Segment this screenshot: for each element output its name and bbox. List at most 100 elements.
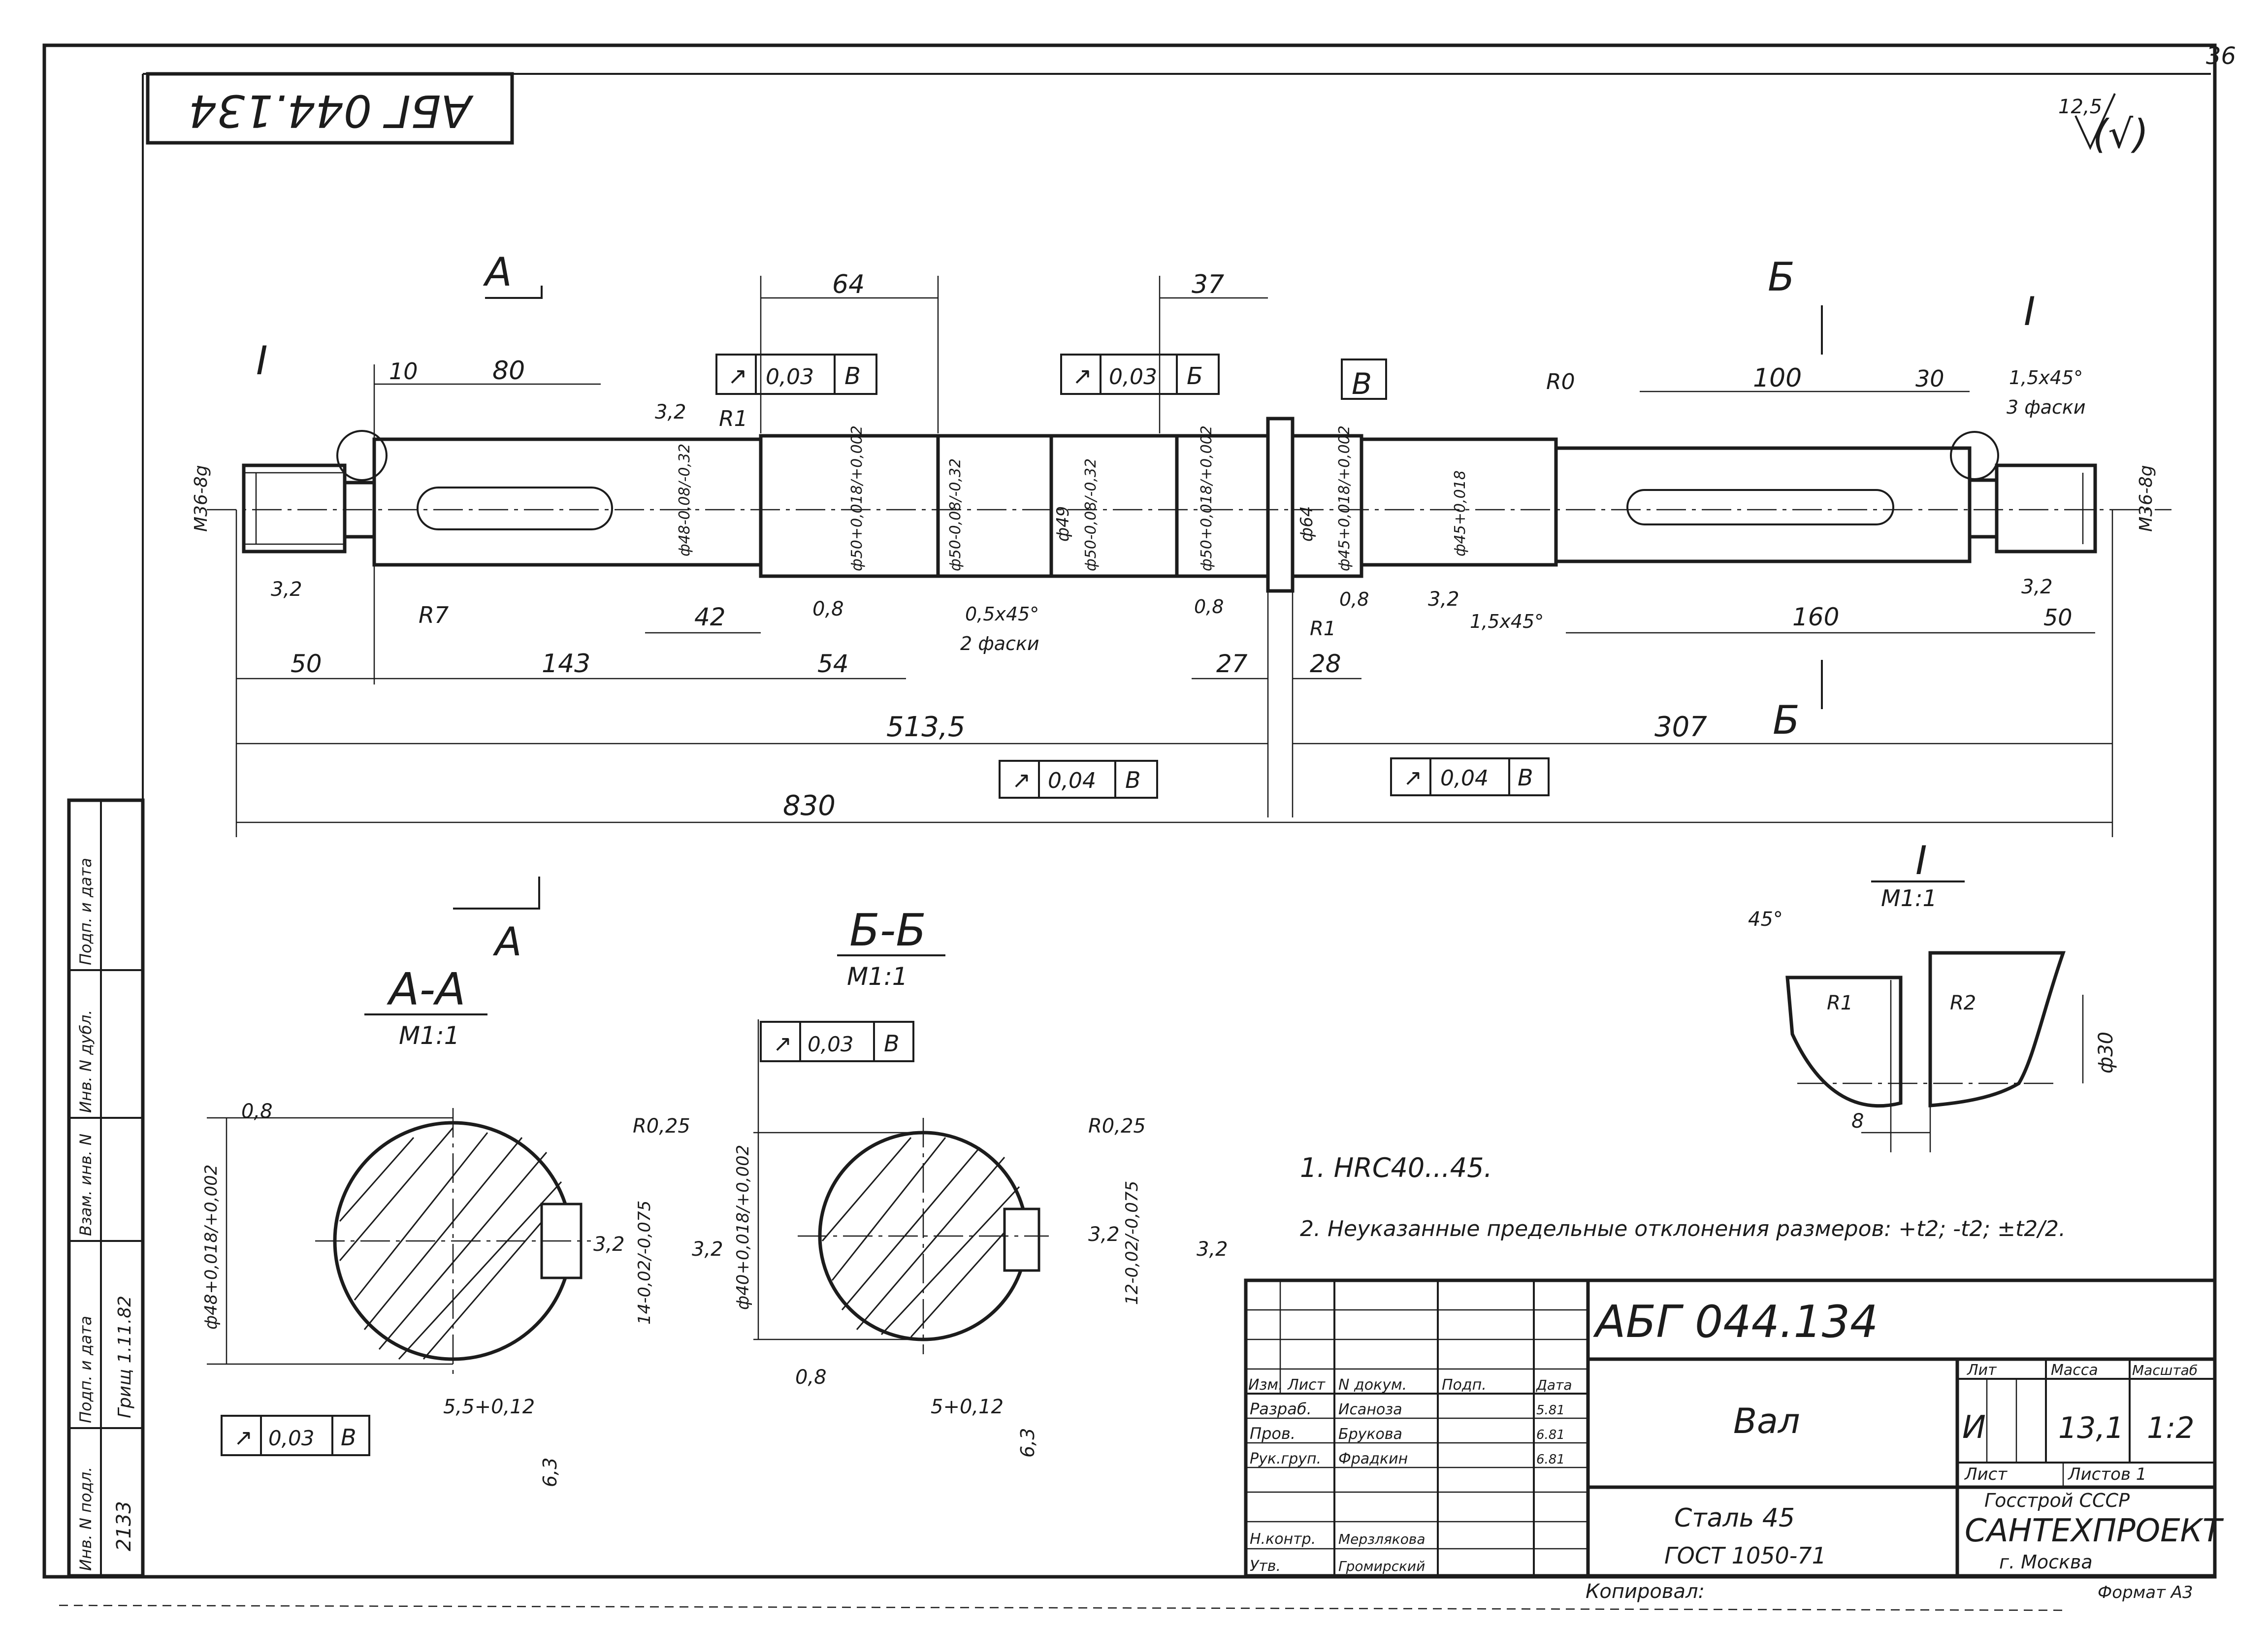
dim-50-right: 50 [2043, 604, 2073, 631]
section-aa-title: А-А [387, 964, 466, 1015]
tb-role: Разраб. [1250, 1400, 1312, 1418]
frame-datum: В [844, 362, 861, 390]
rough-0-8-c: 0,8 [1339, 588, 1369, 610]
tb-mass-label: Масса [2051, 1362, 2098, 1379]
shaft-step-4 [1049, 434, 1179, 578]
outer-border [42, 43, 2217, 1579]
runout-icon: ↗ [234, 1424, 253, 1451]
frame-tol: 0,03 [268, 1426, 315, 1450]
general-roughness: 12,5 (√) [2058, 93, 2148, 157]
detail-marker-right: I [2024, 289, 2036, 334]
frame-datum: В [1518, 764, 1533, 791]
dim-143: 143 [542, 649, 590, 679]
tb-role: Рук.груп. [1250, 1450, 1321, 1467]
detail-marker-left: I [256, 338, 268, 384]
runout-icon: ↗ [773, 1030, 792, 1057]
dia-50-c: ф50-0,08/-0,32 [1082, 458, 1100, 571]
tb-org-2: САНТЕХПРОЕКТ [1965, 1513, 2224, 1549]
detail-profile-right [1928, 951, 2066, 1108]
dim-30: 30 [1915, 365, 1944, 392]
stamp-box [146, 72, 514, 145]
runout-icon: ↗ [1403, 764, 1423, 791]
dim-307: 307 [1654, 711, 1707, 743]
detail-scale: М1:1 [1881, 885, 1937, 912]
stamp-code: АБГ 044.134 [189, 85, 474, 136]
section-aa-radius: R0,25 [633, 1115, 690, 1138]
detail-width: 8 [1851, 1110, 1864, 1133]
rough-3-2-d: 3,2 [2021, 576, 2053, 598]
tb-sheet-label: Лист [1964, 1465, 2008, 1484]
frame-datum: В [341, 1424, 356, 1451]
shaft-view: 10 80 64 37 100 30 42 54 50 143 27 28 16… [191, 249, 2171, 965]
dim-54: 54 [817, 650, 849, 678]
section-bb-radius: R0,25 [1088, 1115, 1146, 1138]
datum-box [1341, 358, 1387, 400]
section-marker-b-bottom: Б [1773, 697, 1800, 743]
ss-label: Инв. N дубл. [76, 1010, 95, 1113]
tb-role: Пров. [1250, 1424, 1296, 1443]
dimension-lines [235, 276, 2113, 837]
tb-org-1: Госстрой СССР [1984, 1490, 2130, 1511]
roughness-suffix: (√) [2093, 111, 2148, 157]
right-thread [1995, 463, 2097, 554]
tb-col-date: Дата [1535, 1377, 1572, 1393]
tb-org-3: г. Москва [1999, 1551, 2093, 1573]
dia-50-b: ф50-0,08/-0,32 [947, 458, 964, 571]
frame-tol: 0,03 [1109, 364, 1157, 390]
note-2: 2. Неуказанные предельные отклонения раз… [1300, 1216, 2066, 1241]
tb-code: АБГ 044.134 [1593, 1296, 1878, 1348]
tb-mass-value: 13,1 [2058, 1411, 2124, 1445]
runout-icon: ↗ [728, 362, 747, 390]
section-aa-hatch [339, 1127, 562, 1360]
tb-date: 6.81 [1536, 1428, 1565, 1442]
rough-3-2-a: 3,2 [271, 578, 302, 601]
tb-part-name: Вал [1733, 1401, 1800, 1441]
tb-person: Громирский [1338, 1558, 1425, 1574]
dia-m36-left: M36-8g [191, 465, 211, 532]
dia-m36-right: M36-8g [2136, 465, 2156, 532]
dim-10: 10 [389, 358, 418, 385]
frame-tol: 0,03 [808, 1032, 854, 1056]
frame-tol: 0,04 [1440, 766, 1489, 791]
section-bb-rough-32a: 3,2 [1088, 1223, 1120, 1246]
section-bb-title: Б-Б [849, 905, 926, 956]
detail-r1: R1 [1827, 992, 1853, 1014]
frame-datum: В [1125, 767, 1141, 793]
runout-icon: ↗ [1012, 767, 1031, 793]
right-groove [1968, 478, 1999, 539]
tolerance-frame: ↗ 0,03 В [221, 1415, 370, 1456]
section-aa-scale: М1:1 [399, 1021, 460, 1050]
rough-3-2-c: 3,2 [1428, 588, 1459, 611]
tb-lit-label: Лит [1967, 1362, 1997, 1379]
tb-col-sign: Подп. [1442, 1376, 1487, 1394]
sheet-fragment: 36 [2206, 42, 2236, 70]
tolerance-frame: ↗ 0,04 В [1390, 757, 1550, 796]
section-marker-b-top: Б [1768, 254, 1795, 300]
tb-person: Мерзлякова [1338, 1531, 1426, 1547]
section-bb-keyway [1003, 1207, 1040, 1272]
ss-label: Подп. и дата [76, 1316, 95, 1423]
dia-64: ф64 [1297, 506, 1317, 542]
label-r0: R0 [1546, 369, 1575, 394]
ss-label: Взам. инв. N [76, 1134, 95, 1236]
frame-tol: 0,04 [1048, 768, 1096, 793]
dim-64-top: 64 [832, 270, 865, 299]
tb-role: Утв. [1250, 1558, 1281, 1575]
ss-label: Инв. N подл. [76, 1467, 95, 1571]
tb-scale-value: 1:2 [2147, 1411, 2195, 1445]
left-thread [242, 463, 347, 554]
tolerance-frame: ↗ 0,03 Б [1060, 354, 1220, 395]
dia-49: ф49 [1053, 506, 1073, 542]
note-1: 1. HRC40...45. [1300, 1152, 1492, 1183]
dim-100: 100 [1753, 363, 1802, 393]
section-bb-hatch [821, 1137, 1020, 1337]
runout-icon: ↗ [1072, 362, 1092, 390]
tb-role: Н.контр. [1250, 1531, 1316, 1548]
section-aa-rough-08: 0,8 [241, 1100, 273, 1123]
tb-col-head: Изм. Лист [1248, 1376, 1326, 1394]
tb-date: 5.81 [1536, 1403, 1565, 1418]
detail-profile-left [1785, 976, 1903, 1108]
detail-r2: R2 [1950, 992, 1976, 1014]
dim-37: 37 [1192, 270, 1224, 299]
label-r1-top: R1 [719, 406, 748, 431]
